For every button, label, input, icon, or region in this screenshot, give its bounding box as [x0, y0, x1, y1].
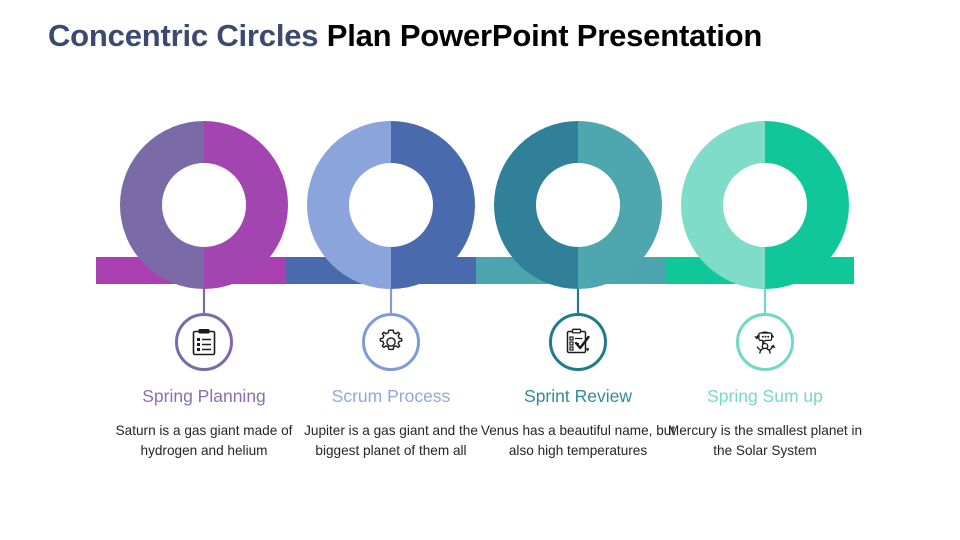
clipboard-list-icon	[192, 329, 216, 356]
page-title-accent: Concentric Circles	[48, 18, 319, 53]
step-body-1: Saturn is a gas giant made of hydrogen a…	[115, 422, 293, 458]
step-text-2: Scrum Process Jupiter is a gas giant and…	[287, 386, 495, 460]
page-title: Concentric Circles Plan PowerPoint Prese…	[48, 18, 762, 54]
step-body-3: Venus has a beautiful name, but also hig…	[480, 422, 676, 458]
step-heading-2: Scrum Process	[331, 386, 451, 406]
ring-4-right-half	[765, 121, 849, 289]
step-icon-badge-2[interactable]	[362, 313, 420, 371]
ring-3-left-half	[494, 121, 578, 289]
step-icon-badge-1[interactable]	[175, 313, 233, 371]
page-title-plain: Plan PowerPoint Presentation	[318, 18, 763, 53]
ring-1-left-half	[120, 121, 204, 289]
ring-4-left-half	[681, 121, 765, 289]
step-body-2: Jupiter is a gas giant and the biggest p…	[304, 422, 478, 458]
step-icon-badge-4[interactable]	[736, 313, 794, 371]
connector-lines	[202, 284, 767, 316]
ring-4	[681, 121, 849, 289]
step-text-1: Spring Planning Saturn is a gas giant ma…	[100, 386, 308, 460]
ring-1	[120, 121, 288, 289]
step-heading-1: Spring Planning	[142, 386, 266, 406]
ring-3	[494, 121, 662, 289]
step-heading-3: Sprint Review	[524, 386, 632, 406]
step-text-4: Spring Sum up Mercury is the smallest pl…	[661, 386, 869, 460]
ring-1-right-half	[204, 121, 288, 289]
step-text-3: Sprint Review Venus has a beautiful name…	[474, 386, 682, 460]
ring-2-left-half	[307, 121, 391, 289]
step-heading-4: Spring Sum up	[707, 386, 823, 406]
ring-2	[307, 121, 475, 289]
feedback-person-icon	[754, 331, 776, 354]
ring-2-right-half	[391, 121, 475, 289]
step-body-4: Mercury is the smallest planet in the So…	[667, 422, 863, 458]
checklist-check-icon	[566, 328, 590, 354]
ring-3-right-half	[578, 121, 662, 289]
gear-icon	[379, 329, 403, 351]
step-icon-badge-3[interactable]	[549, 313, 607, 371]
